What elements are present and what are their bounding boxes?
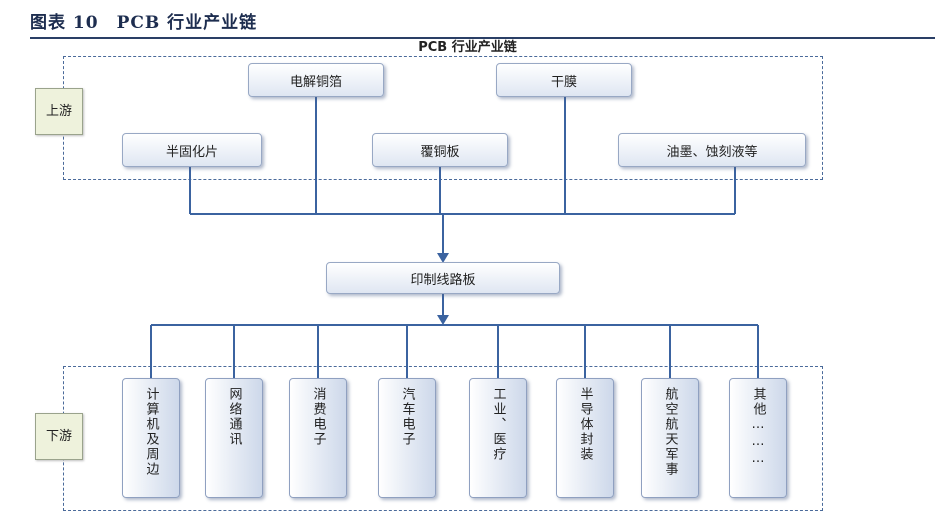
box-prepreg: 半固化片 (122, 133, 262, 167)
box-industrial-text: 工业、医疗 (490, 387, 506, 462)
box-copper-foil: 电解铜箔 (248, 63, 384, 97)
box-semiconductor-text: 半导体封装 (577, 387, 593, 462)
downstream-label-text: 下游 (45, 429, 72, 444)
box-consumer: 消费电子 (289, 378, 347, 498)
box-industrial: 工业、医疗 (469, 378, 527, 498)
downstream-label: 下游 (35, 413, 83, 460)
box-network-text: 网络通讯 (226, 387, 242, 447)
box-computer: 计算机及周边 (122, 378, 180, 498)
box-aerospace: 航空航天军事 (641, 378, 699, 498)
box-semiconductor: 半导体封装 (556, 378, 614, 498)
box-computer-text: 计算机及周边 (143, 387, 159, 477)
box-consumer-text: 消费电子 (310, 387, 326, 447)
box-ink-etchant: 油墨、蚀刻液等 (618, 133, 806, 167)
box-automotive-text: 汽车电子 (399, 387, 415, 447)
arrowhead-to-pcb (437, 253, 449, 263)
box-pcb: 印制线路板 (326, 262, 560, 294)
upstream-label: 上游 (35, 88, 83, 135)
box-automotive: 汽车电子 (378, 378, 436, 498)
box-network: 网络通讯 (205, 378, 263, 498)
diagram-title: PCB 行业产业链 (0, 36, 935, 55)
upstream-label-text: 上游 (45, 104, 72, 119)
arrowhead-from-pcb (437, 315, 449, 325)
box-copper-clad-laminate: 覆铜板 (372, 133, 508, 167)
title-rule (30, 37, 935, 39)
diagram-title-text: PCB 行业产业链 (414, 40, 521, 55)
box-others-text: 其他……… (750, 387, 766, 468)
box-aerospace-text: 航空航天军事 (662, 387, 678, 477)
box-dry-film: 干膜 (496, 63, 632, 97)
box-others: 其他……… (729, 378, 787, 498)
figure-title: 图表 10 PCB 行业产业链 (30, 13, 258, 33)
